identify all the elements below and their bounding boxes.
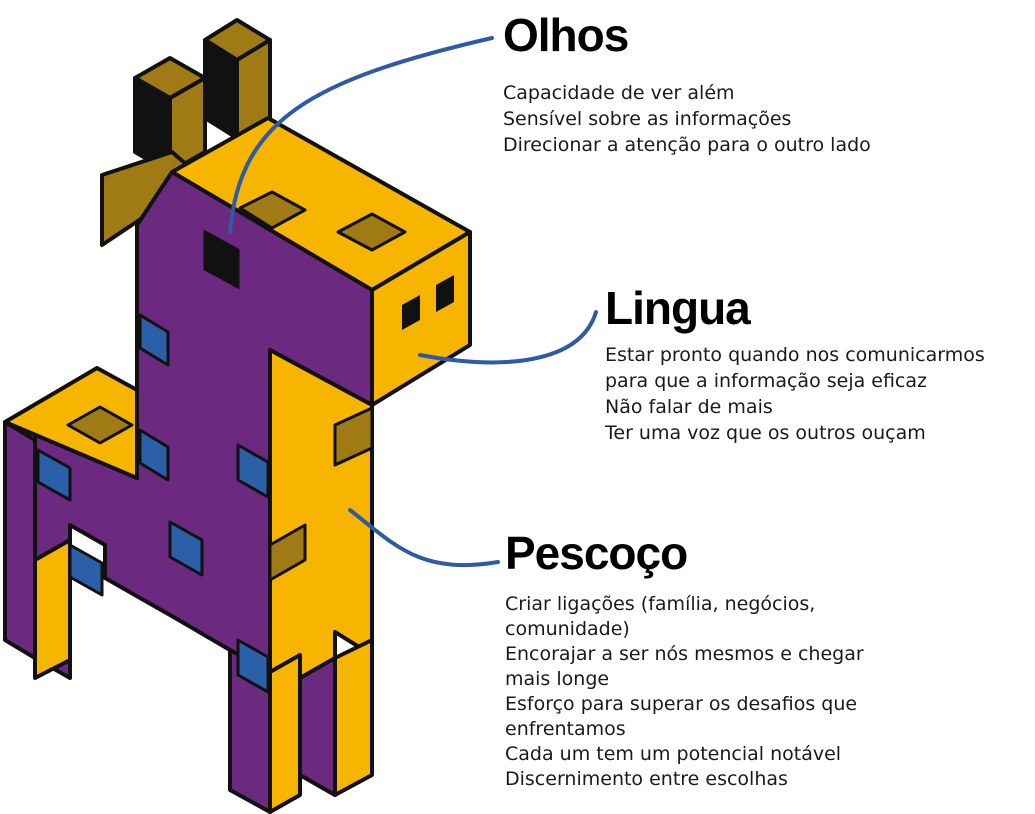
left-horn	[133, 56, 207, 174]
spot	[268, 523, 307, 582]
pescoco-title: Pescoço	[505, 527, 688, 579]
pescoco-line: Discernimento entre escolhas	[505, 768, 788, 790]
lingua-connector	[418, 310, 598, 365]
olhos-connector	[228, 36, 494, 234]
pescoco-line: enfrentamos	[505, 718, 626, 740]
lingua-title: Lingua	[605, 282, 751, 334]
front-right-leg-yellow	[333, 638, 374, 797]
pescoco-connector	[348, 508, 500, 568]
lingua-line: Ter uma voz que os outros ouçam	[605, 422, 926, 444]
pescoco-line: Encorajar a ser nós mesmos e chegar	[505, 643, 864, 665]
back-leg-yellow	[33, 538, 72, 680]
lingua-line: Estar pronto quando nos comunicarmos	[605, 344, 985, 366]
spot	[236, 638, 270, 694]
spot	[236, 443, 270, 499]
spot	[238, 190, 307, 230]
spot	[66, 405, 134, 445]
lingua-line: para que a informação seja eficaz	[605, 370, 927, 392]
lingua-line: Não falar de mais	[605, 396, 773, 418]
spot	[336, 212, 407, 252]
pescoco-line: Esforço para superar os desafios que	[505, 693, 858, 715]
olhos-line: Sensível sobre as informações	[503, 108, 792, 130]
front-leg-yellow	[268, 653, 302, 814]
spot	[168, 520, 204, 577]
olhos-title: Olhos	[503, 9, 629, 61]
spot	[333, 406, 374, 467]
spot	[138, 428, 170, 482]
right-horn	[203, 18, 272, 140]
eye-icon	[203, 229, 240, 290]
olhos-line: Capacidade de ver além	[503, 82, 735, 104]
back-leg-purple	[3, 420, 37, 660]
olhos-line: Direcionar a atenção para o outro lado	[503, 134, 871, 156]
olhos-description: Capacidade de ver além Sensível sobre as…	[503, 80, 871, 158]
pescoco-line: mais longe	[505, 668, 610, 690]
pescoco-line: comunidade)	[505, 618, 630, 640]
spot	[138, 313, 170, 367]
lingua-description: Estar pronto quando nos comunicarmos par…	[605, 342, 985, 446]
front-right-leg	[298, 656, 337, 797]
pescoco-description: Criar ligações (família, negócios, comun…	[505, 592, 864, 792]
spot	[68, 543, 104, 597]
nostril	[402, 295, 420, 330]
pescoco-line: Cada um tem um potencial notável	[505, 743, 842, 765]
nostril	[436, 275, 454, 312]
spot	[36, 448, 72, 502]
pescoco-line: Criar ligações (família, negócios,	[505, 593, 816, 615]
